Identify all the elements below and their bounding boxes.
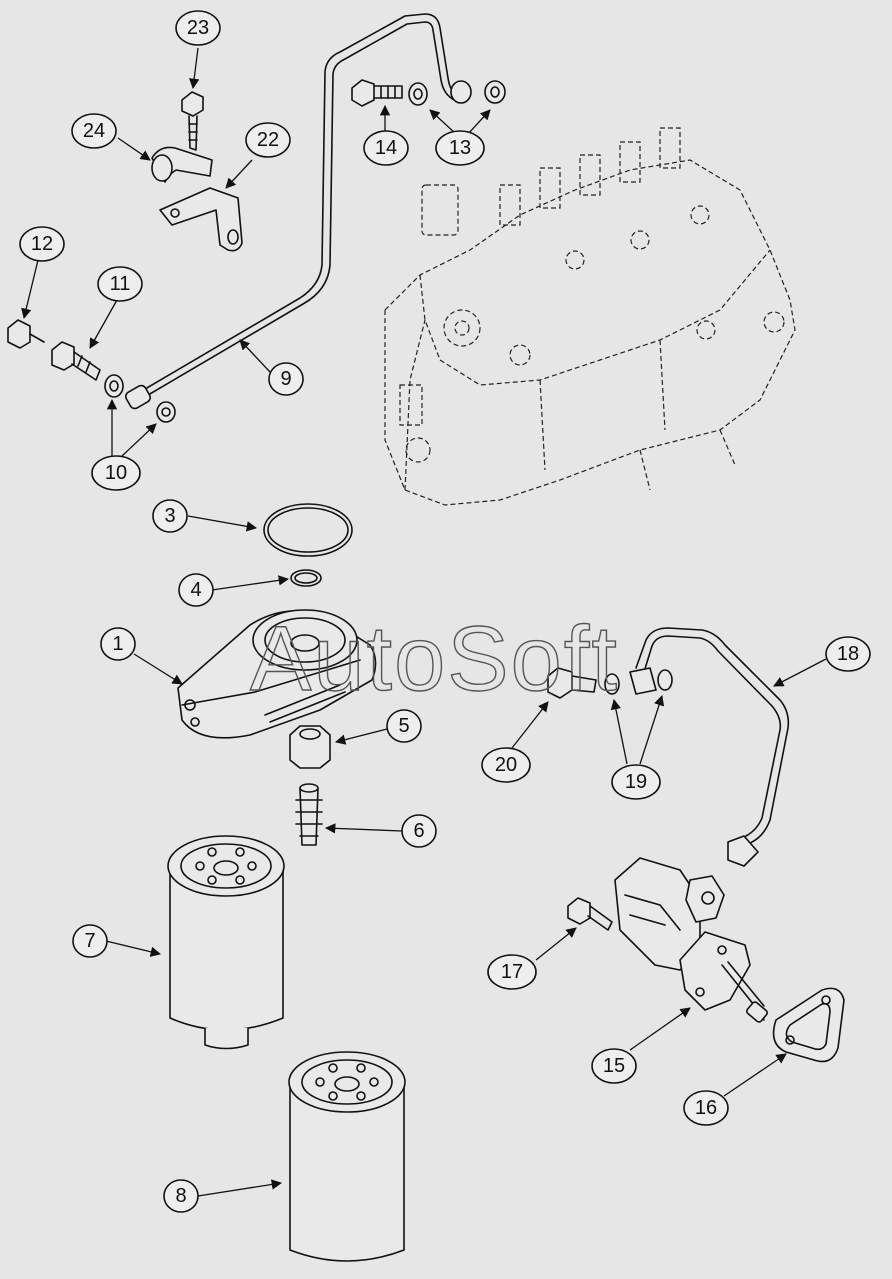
callout-8: 8 (163, 1179, 199, 1213)
svg-text:9: 9 (280, 368, 291, 390)
banjo-bolt-20 (547, 667, 597, 699)
callout-14: 14 (363, 130, 409, 166)
svg-text:5: 5 (398, 715, 409, 737)
callout-19: 19 (611, 764, 661, 800)
autosoft-watermark: AutoSoft (250, 608, 619, 710)
callout-6: 6 (401, 814, 437, 848)
callout-8-text: 8 (175, 1185, 186, 1207)
callout-22: 22 (245, 122, 291, 158)
svg-text:19: 19 (625, 771, 647, 793)
svg-text:13: 13 (449, 137, 471, 159)
stud-6 (295, 783, 323, 846)
callout-9: 9 (268, 362, 304, 396)
callout-11: 11 (97, 266, 143, 302)
seal-ring-3 (263, 503, 353, 557)
callout-16: 16 (683, 1090, 729, 1126)
nut-5 (289, 725, 331, 769)
bracket-22 (159, 187, 243, 252)
fitting-12 (7, 319, 45, 349)
bolt-11 (51, 341, 101, 381)
callout-20-text: 20 (495, 754, 517, 776)
callout-4: 4 (178, 573, 214, 607)
injection-pump-outline (384, 127, 796, 506)
o-ring-4 (290, 569, 322, 587)
filter-head-1 (177, 609, 377, 739)
callout-24: 24 (71, 113, 117, 149)
svg-text:1: 1 (112, 633, 123, 655)
svg-text:15: 15 (603, 1055, 625, 1077)
callout-23: 23 (175, 10, 221, 46)
svg-text:14: 14 (375, 137, 397, 159)
washers-13 (408, 80, 506, 106)
svg-text:23: 23 (187, 17, 209, 39)
fuel-filter-7 (167, 835, 285, 1050)
callout-13: 13 (435, 130, 485, 166)
callout-18: 18 (825, 636, 871, 672)
fuel-line-18 (635, 627, 790, 867)
callout-20: 20 (481, 747, 531, 783)
leader-lines (21, 47, 827, 1197)
callout-7: 7 (72, 924, 108, 958)
svg-text:22: 22 (257, 129, 279, 151)
callout-5: 5 (386, 709, 422, 743)
svg-text:18: 18 (837, 643, 859, 665)
svg-text:7: 7 (84, 930, 95, 952)
bolt-17 (567, 897, 613, 931)
callout-17: 17 (487, 954, 537, 990)
transfer-pump-15 (614, 857, 768, 1023)
svg-text:12: 12 (31, 233, 53, 255)
fuel-filter-8 (288, 1051, 406, 1262)
clip-24 (151, 146, 213, 183)
svg-text:4: 4 (190, 579, 201, 601)
washers-10 (104, 374, 176, 423)
banjo-bolt-14 (351, 79, 403, 107)
callout-3: 3 (152, 499, 188, 533)
svg-text:11: 11 (110, 273, 131, 295)
svg-text:3: 3 (164, 505, 175, 527)
callout-12: 12 (19, 226, 65, 262)
svg-text:24: 24 (83, 120, 105, 142)
svg-text:17: 17 (501, 961, 523, 983)
gasket-16 (772, 987, 845, 1063)
callout-1: 1 (100, 627, 136, 661)
svg-text:16: 16 (695, 1097, 717, 1119)
bolt-23 (181, 91, 204, 151)
svg-text:10: 10 (105, 462, 127, 484)
washers-19 (604, 667, 673, 695)
svg-text:6: 6 (413, 820, 424, 842)
callout-10: 10 (91, 455, 141, 491)
callout-15: 15 (591, 1048, 637, 1084)
fuel-line-9 (125, 13, 472, 410)
